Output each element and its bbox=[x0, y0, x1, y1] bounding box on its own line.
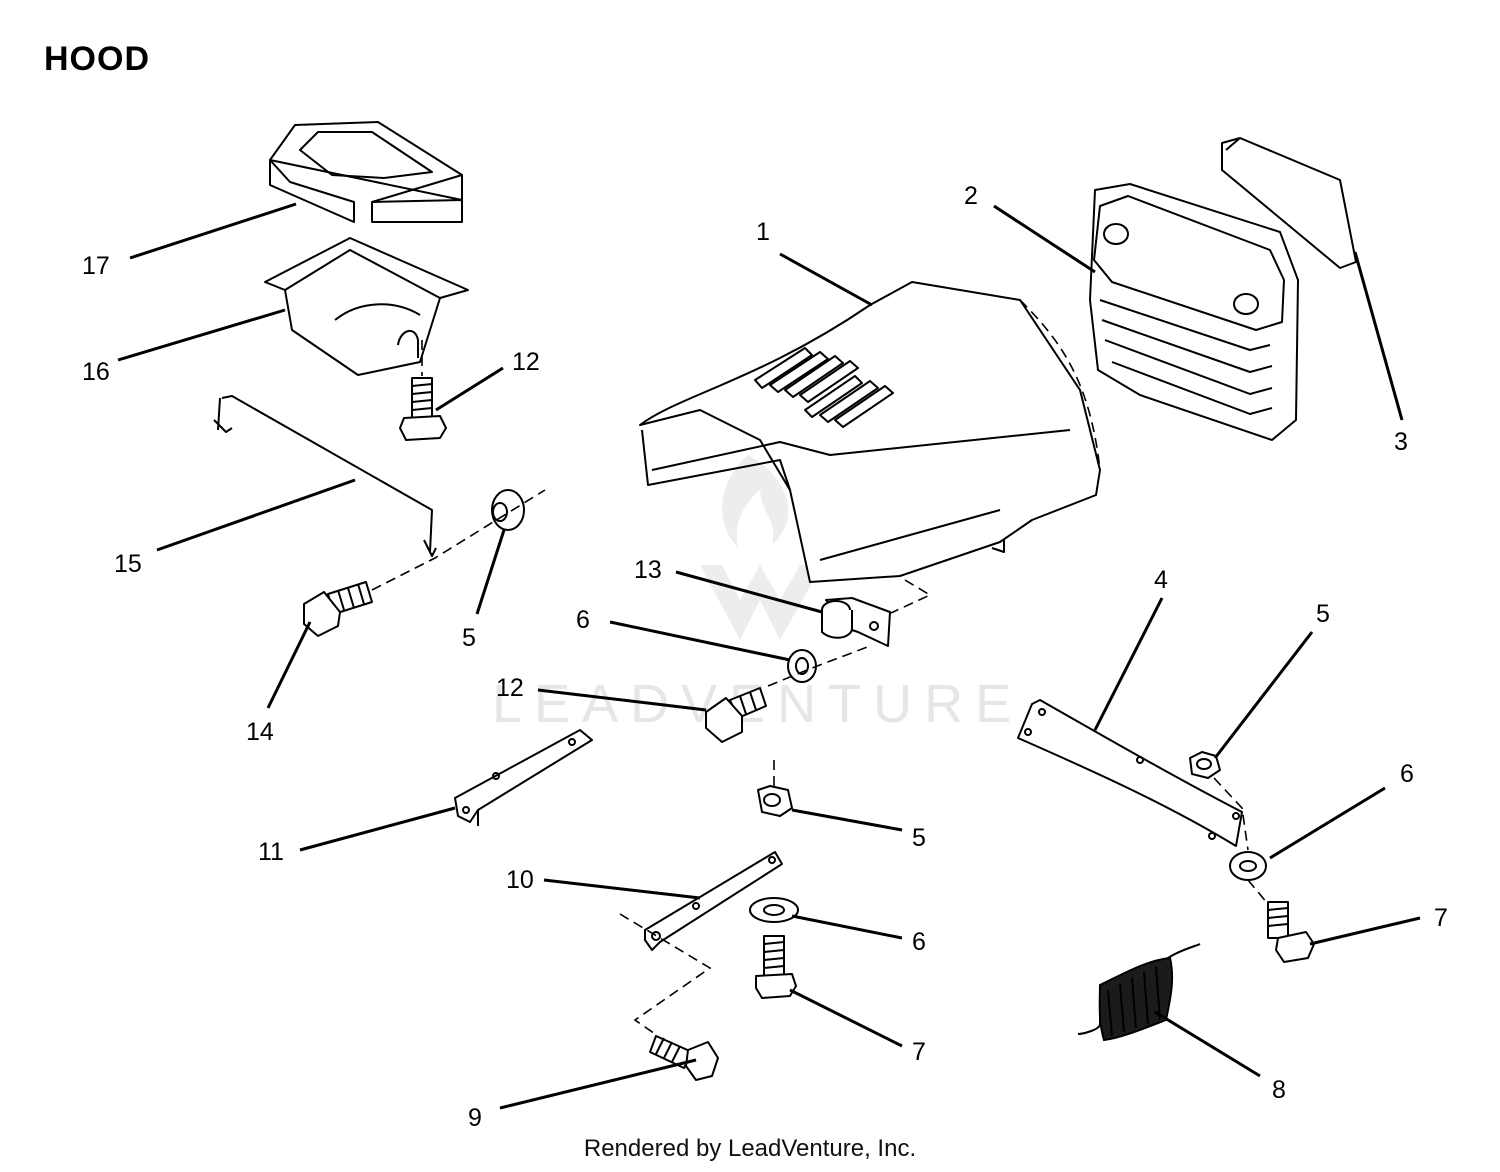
part-11-bar bbox=[454, 729, 593, 826]
part-14-bolt bbox=[303, 581, 373, 637]
callout-4: 4 bbox=[1154, 566, 1168, 594]
callout-8: 8 bbox=[1272, 1076, 1286, 1104]
part-5-nut-right bbox=[1189, 751, 1221, 779]
part-1-hood bbox=[639, 281, 1101, 619]
callout-14: 14 bbox=[246, 718, 274, 746]
callout-16: 16 bbox=[82, 358, 110, 386]
part-2-grille bbox=[1089, 183, 1299, 441]
hood-vent-slots bbox=[754, 347, 894, 428]
leader-lines bbox=[117, 202, 1421, 1110]
part-13-bracket bbox=[821, 597, 891, 647]
callout-2: 2 bbox=[964, 182, 978, 210]
callout-9: 9 bbox=[468, 1104, 482, 1132]
part-17-seal bbox=[269, 121, 463, 223]
callout-12-middle: 12 bbox=[496, 674, 524, 702]
part-8-spring bbox=[1077, 943, 1201, 1042]
callout-15: 15 bbox=[114, 550, 142, 578]
part-6-washer-lower bbox=[749, 897, 799, 923]
part-12-bolt-middle bbox=[705, 687, 767, 743]
callout-13: 13 bbox=[634, 556, 662, 584]
callout-6-lower: 6 bbox=[912, 928, 926, 956]
callout-12-top: 12 bbox=[512, 348, 540, 376]
part-7-bolt-right bbox=[1267, 901, 1315, 963]
part-5-nut-middle bbox=[757, 785, 793, 817]
part-4-bar bbox=[1017, 699, 1243, 847]
callout-labels: 17 16 12 15 5 14 1 2 3 13 6 12 11 4 5 6 … bbox=[82, 182, 1448, 1132]
callout-1: 1 bbox=[756, 218, 770, 246]
callout-6-upper: 6 bbox=[576, 606, 590, 634]
part-7-bolt-middle bbox=[755, 935, 797, 999]
part-10-strap bbox=[644, 851, 783, 951]
part-5-nut-left bbox=[491, 489, 525, 531]
callout-5-left: 5 bbox=[462, 624, 476, 652]
callout-11: 11 bbox=[258, 838, 284, 866]
part-16-tray bbox=[264, 237, 469, 376]
callout-7-right: 7 bbox=[1434, 904, 1448, 932]
part-9-bolt bbox=[649, 1035, 719, 1081]
callout-10: 10 bbox=[506, 866, 534, 894]
callout-3: 3 bbox=[1394, 428, 1408, 456]
part-6-washer-upper bbox=[787, 649, 817, 683]
assembly-lines bbox=[371, 340, 1269, 1037]
callout-17: 17 bbox=[82, 252, 110, 280]
part-6-washer-right bbox=[1229, 851, 1267, 881]
callout-7-middle: 7 bbox=[912, 1038, 926, 1066]
diagram-title: HOOD bbox=[44, 40, 150, 78]
part-15-rod bbox=[213, 395, 437, 557]
callout-6-right: 6 bbox=[1400, 760, 1414, 788]
callout-5-right: 5 bbox=[1316, 600, 1330, 628]
footer-credit: Rendered by LeadVenture, Inc. bbox=[583, 1135, 917, 1162]
callout-5-middle: 5 bbox=[912, 824, 926, 852]
part-3-emblem bbox=[1221, 137, 1357, 269]
part-12-bolt-top bbox=[399, 377, 447, 441]
